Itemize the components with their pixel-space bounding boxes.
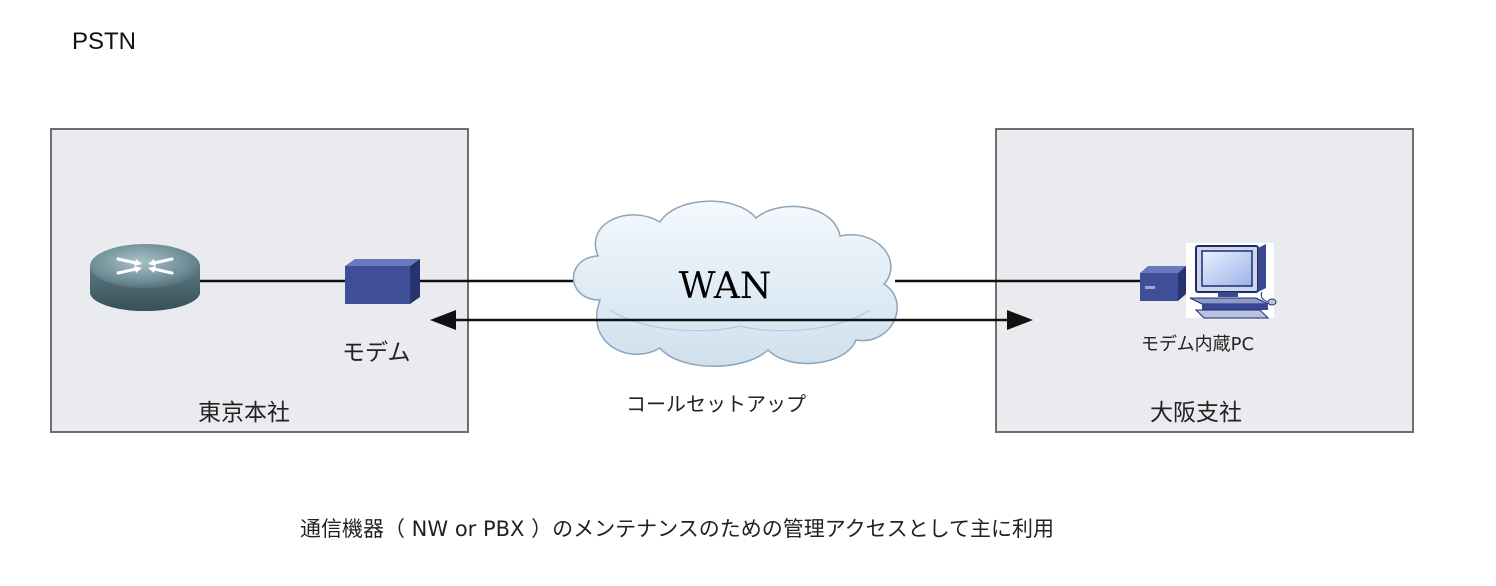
router-icon [90,244,200,311]
modem-icon [345,259,420,304]
diagram-caption: 通信機器（ NW or PBX ）のメンテナンスのための管理アクセスとして主に利… [300,517,1055,541]
diagram-title: PSTN [72,28,137,55]
call-setup-arrow [430,310,1033,330]
wan-label: WAN [679,266,772,307]
modem-box-icon [1140,266,1186,301]
cloud-icon [572,200,898,367]
pc-icon [1186,243,1277,319]
osaka-pc-label: モデム内蔵PC [1141,334,1255,355]
tokyo-site-name: 東京本社 [198,400,290,426]
osaka-site-name: 大阪支社 [1150,400,1242,426]
tokyo-modem-label: モデム [342,340,411,366]
call-setup-label: コールセットアップ [626,392,806,416]
